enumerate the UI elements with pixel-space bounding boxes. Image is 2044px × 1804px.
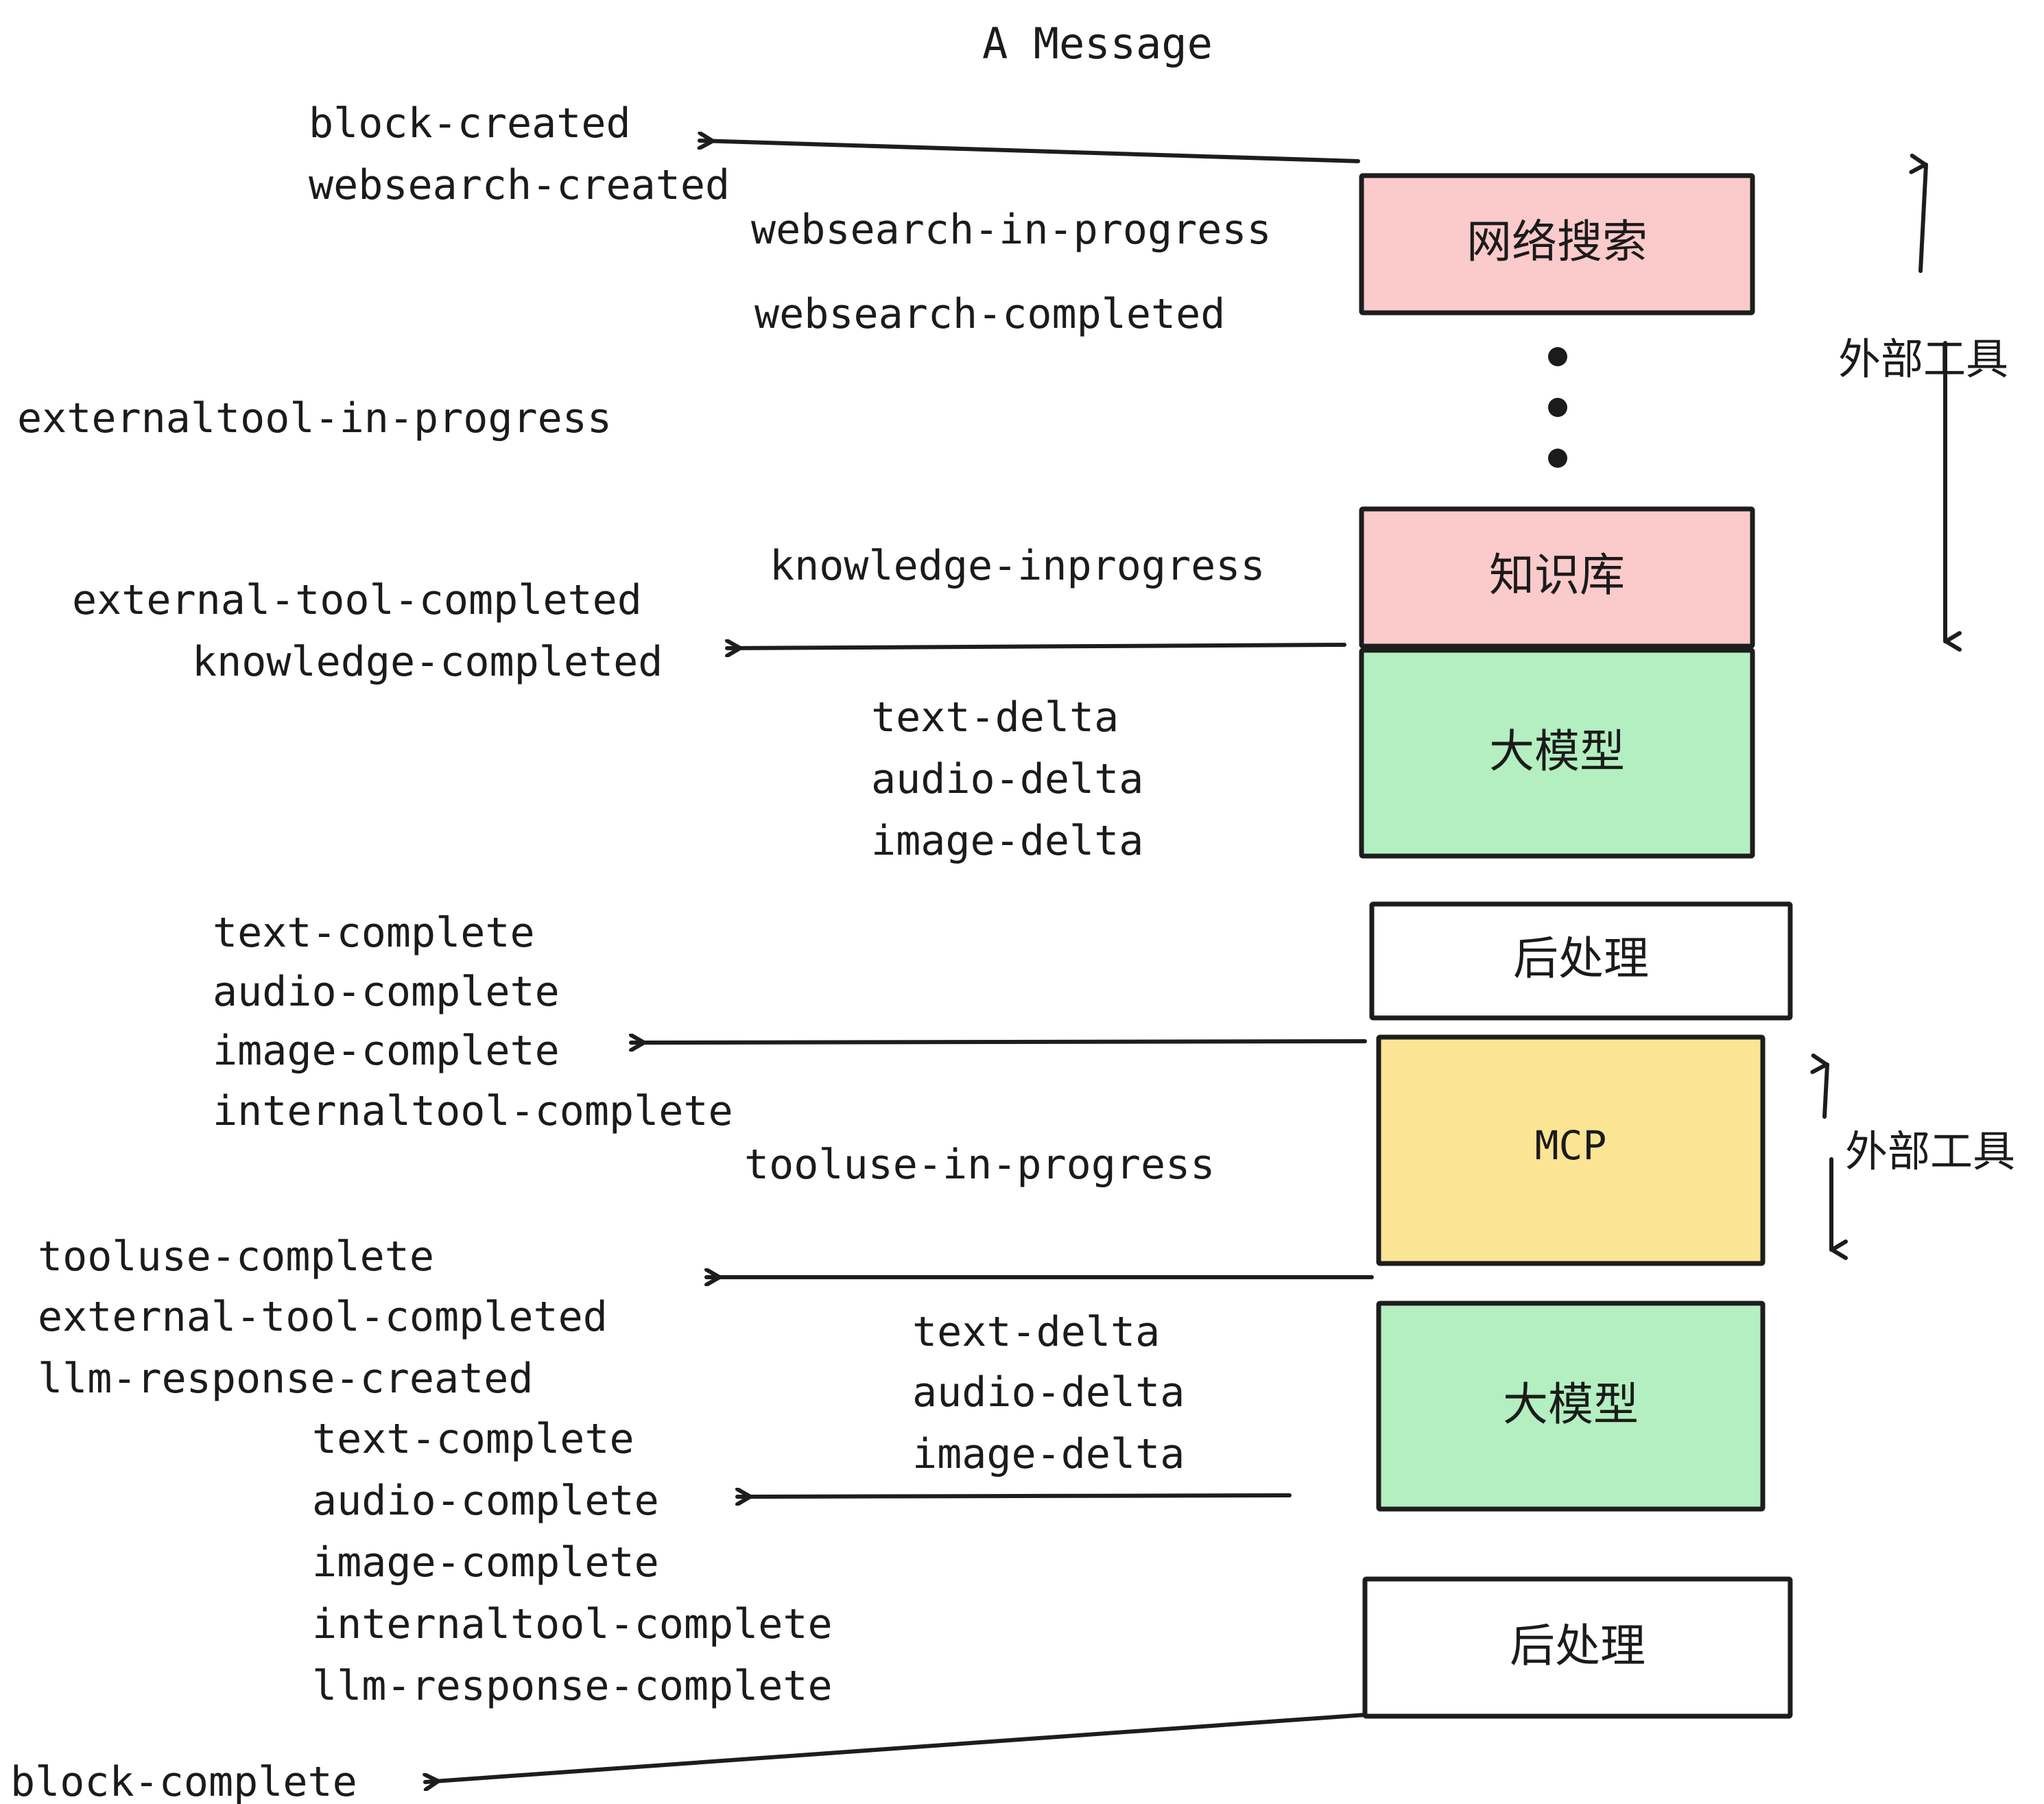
- external-tools-top-indicator: [1909, 153, 1962, 652]
- box-llm-2[interactable]: [1376, 1301, 1766, 1512]
- box-knowledge-label: 知识库: [1489, 549, 1625, 602]
- arrow-websearch-to-created: [700, 141, 1360, 163]
- event-internaltool-complete-1: internaltool-complete: [213, 1087, 733, 1135]
- event-audio-delta-1: audio-delta: [871, 755, 1143, 803]
- arrow-postprocess1-to-image-complete: [631, 1041, 1367, 1043]
- event-image-complete-2: image-complete: [312, 1539, 659, 1587]
- event-websearch-created: websearch-created: [309, 161, 730, 209]
- event-image-delta-2: image-delta: [912, 1430, 1185, 1478]
- event-llm-response-complete: llm-response-complete: [312, 1662, 833, 1710]
- arrow-knowledge-to-completed: [727, 645, 1346, 648]
- event-image-delta-1: image-delta: [871, 817, 1143, 865]
- external-tools-bottom-indicator: [1810, 1053, 1848, 1260]
- event-external-tool-completed-1: external-tool-completed: [72, 576, 642, 624]
- event-audio-complete-2: audio-complete: [312, 1477, 659, 1525]
- page-title: A Message: [982, 19, 1213, 69]
- event-text-complete-1: text-complete: [213, 909, 535, 957]
- event-image-complete-1: image-complete: [213, 1027, 560, 1075]
- event-text-delta-1: text-delta: [871, 693, 1119, 741]
- box-llm-2-label: 大模型: [1503, 1378, 1639, 1431]
- box-knowledge[interactable]: [1359, 506, 1755, 649]
- box-postprocess-1[interactable]: [1369, 901, 1793, 1021]
- box-mcp-label: MCP: [1535, 1122, 1607, 1169]
- box-mcp[interactable]: [1376, 1034, 1766, 1266]
- arrow-llm2-to-audio-complete: [737, 1495, 1292, 1497]
- event-block-complete: block-complete: [10, 1758, 357, 1804]
- box-llm-1[interactable]: [1359, 648, 1755, 859]
- event-block-created: block-created: [309, 99, 631, 147]
- box-llm-1-label: 大模型: [1489, 725, 1625, 778]
- event-audio-complete-1: audio-complete: [213, 968, 560, 1016]
- arrow-postprocess2-to-block-complete: [425, 1713, 1367, 1782]
- box-websearch[interactable]: [1359, 173, 1755, 316]
- event-external-tool-completed-2: external-tool-completed: [38, 1293, 608, 1341]
- event-tooluse-in-progress: tooluse-in-progress: [744, 1141, 1215, 1189]
- event-llm-response-created: llm-response-created: [38, 1355, 533, 1403]
- box-postprocess-2-label: 后处理: [1510, 1619, 1645, 1672]
- external-tools-bottom-label: 外部工具: [1845, 1126, 2015, 1176]
- vertical-ellipsis-icon: [1548, 347, 1567, 468]
- event-internaltool-complete-2: internaltool-complete: [312, 1600, 833, 1648]
- box-postprocess-2[interactable]: [1362, 1576, 1793, 1719]
- event-text-complete-2: text-complete: [312, 1415, 634, 1463]
- event-websearch-completed: websearch-completed: [754, 290, 1225, 338]
- event-knowledge-inprogress: knowledge-inprogress: [770, 542, 1265, 590]
- event-audio-delta-2: audio-delta: [912, 1368, 1185, 1416]
- event-text-delta-2: text-delta: [912, 1308, 1160, 1356]
- box-postprocess-1-label: 后处理: [1513, 932, 1649, 985]
- box-websearch-label: 网络搜索: [1466, 215, 1648, 268]
- external-tools-top-label: 外部工具: [1838, 334, 2008, 384]
- event-websearch-in-progress: websearch-in-progress: [751, 206, 1272, 254]
- event-tooluse-complete: tooluse-complete: [38, 1233, 434, 1281]
- event-knowledge-completed: knowledge-completed: [192, 638, 663, 686]
- event-externaltool-in-progress: externaltool-in-progress: [17, 394, 612, 442]
